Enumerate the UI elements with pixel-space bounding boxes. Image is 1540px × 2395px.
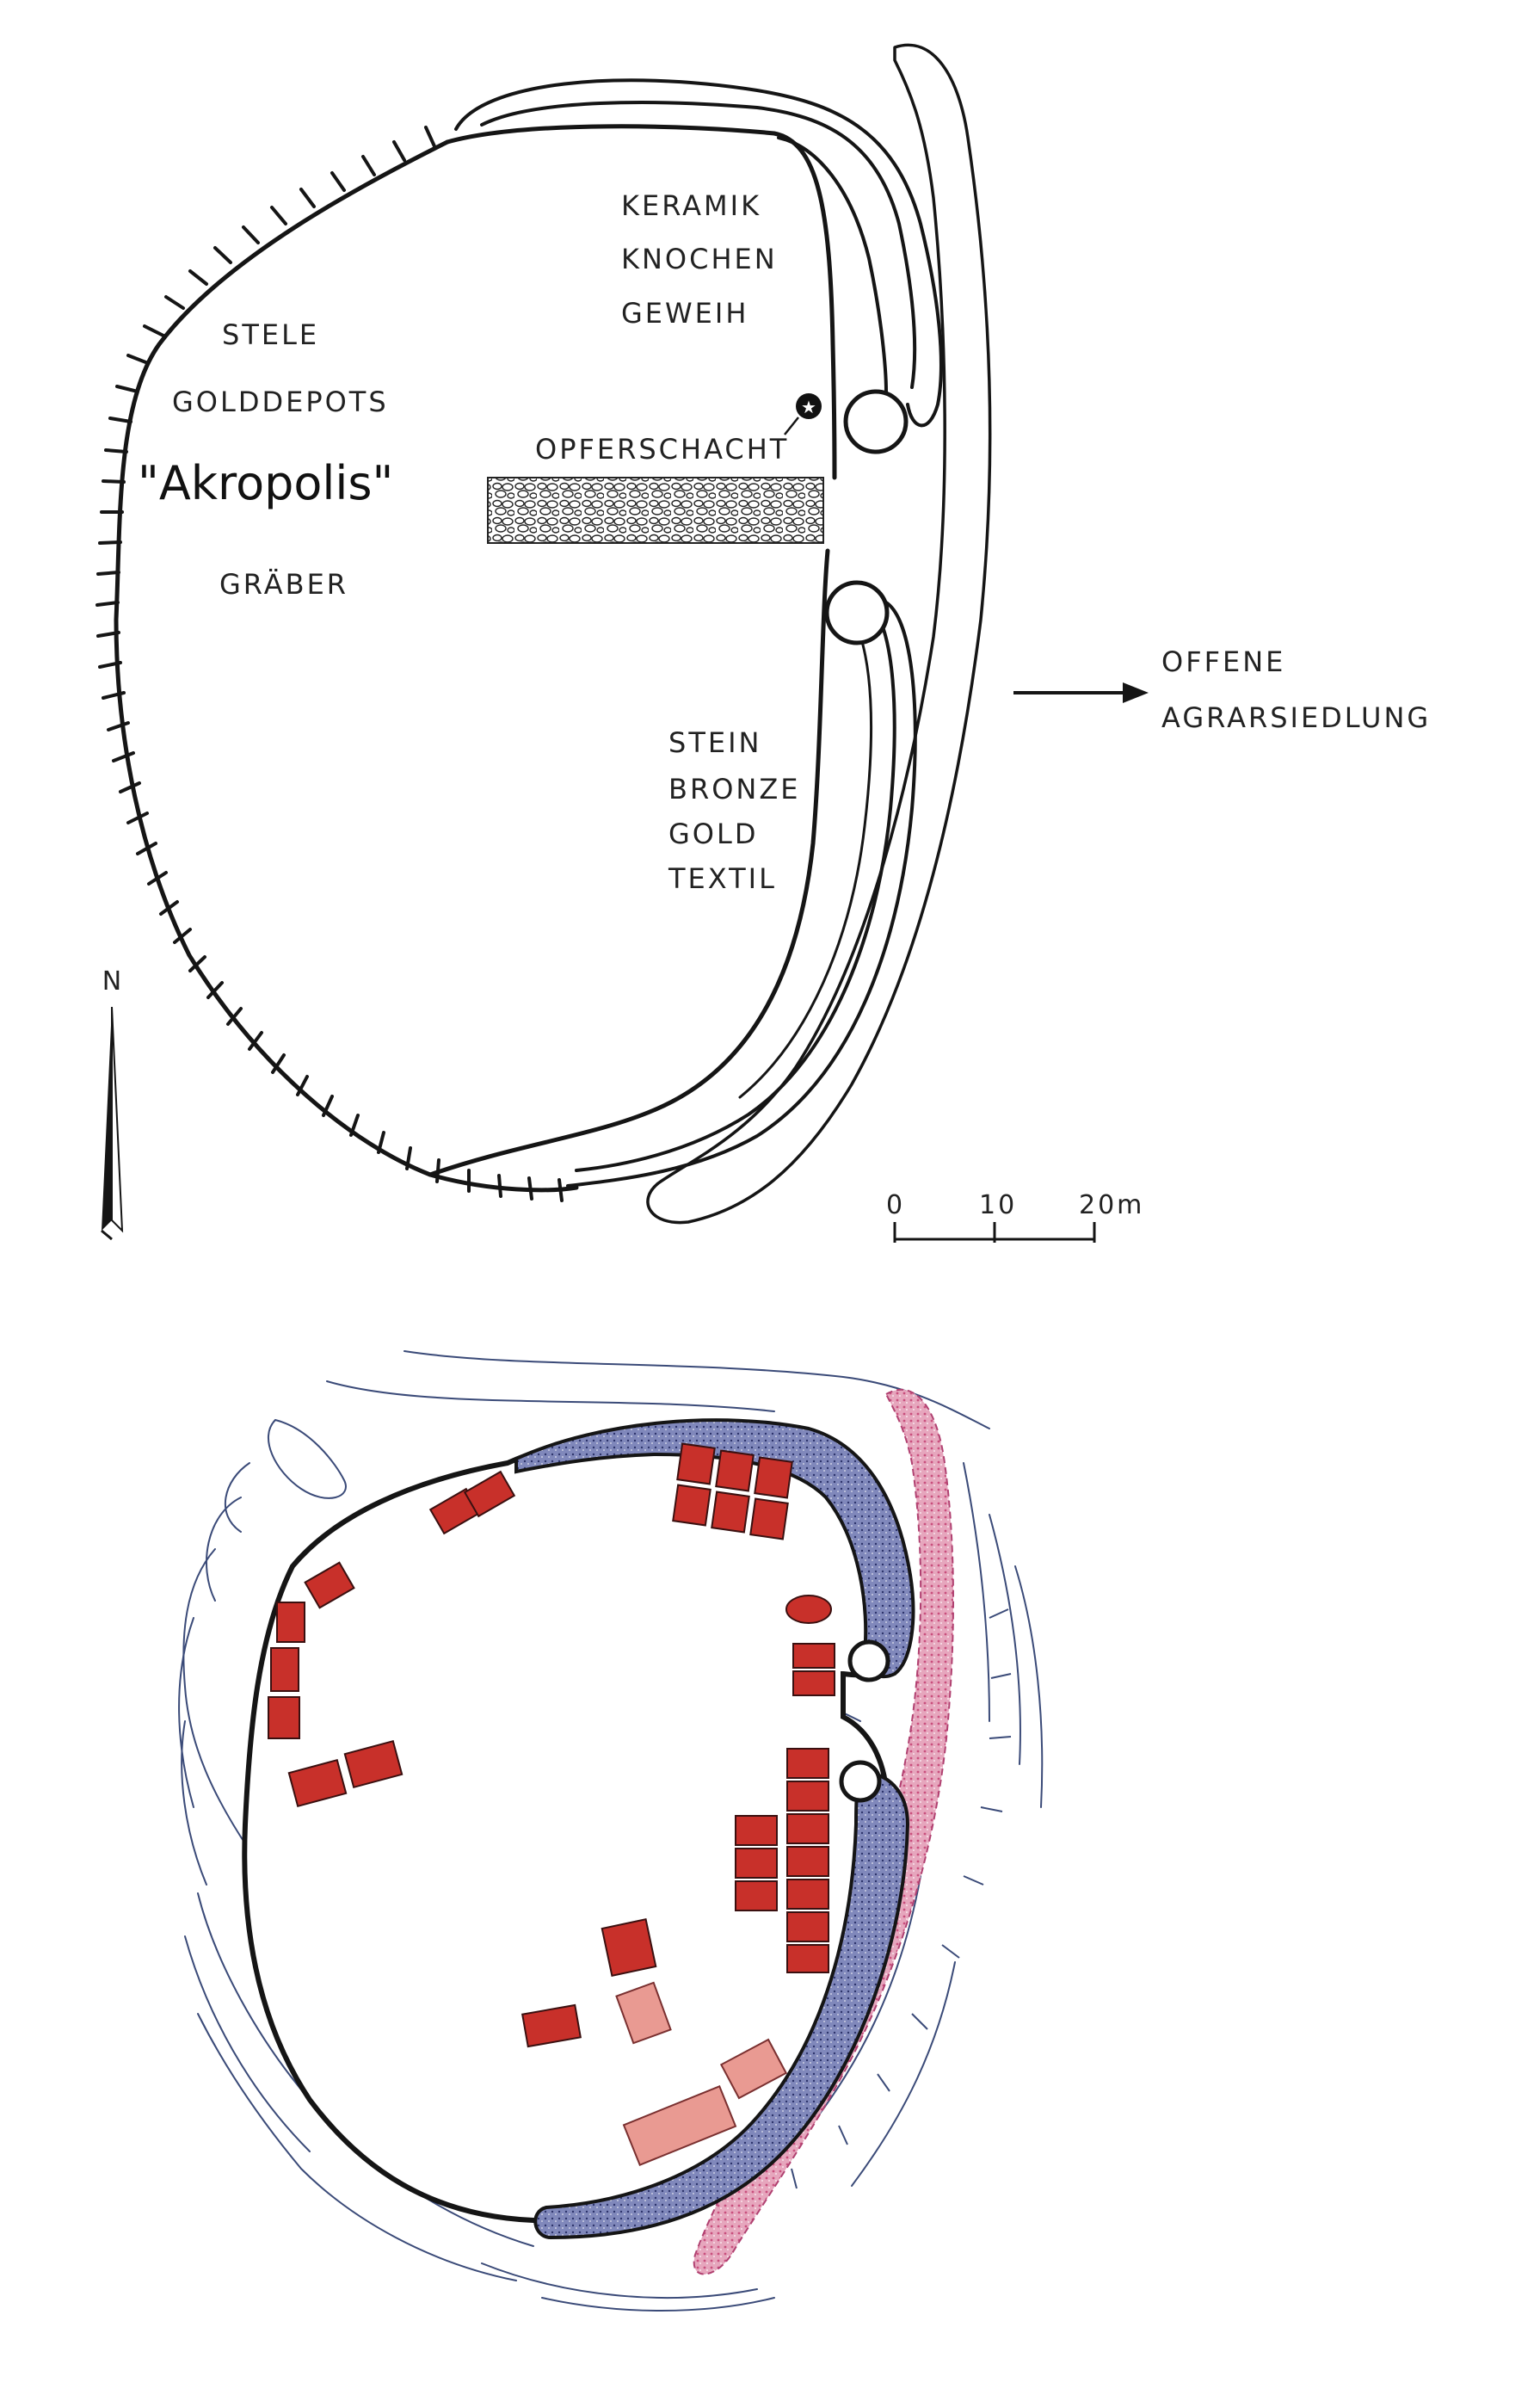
star-icon: ★ — [801, 397, 816, 417]
house — [601, 1918, 657, 1977]
gate-tower-south — [824, 580, 890, 645]
house — [268, 1696, 300, 1739]
house — [749, 1497, 789, 1540]
label-gold: GOLD — [668, 818, 758, 850]
house — [715, 1449, 755, 1492]
house — [270, 1647, 299, 1692]
arrow-right-icon — [1013, 682, 1149, 703]
north-arrow-shaft — [102, 1007, 112, 1231]
house — [304, 1561, 355, 1609]
house — [735, 1880, 778, 1911]
house — [343, 1739, 403, 1789]
house — [792, 1643, 835, 1669]
south-ditch-2 — [575, 601, 896, 1172]
label-geweih: GEWEIH — [621, 297, 748, 330]
south-ditch-1 — [566, 601, 917, 1188]
upper-plan: ★ KERAMIK KNOCHEN GEWEIH STELE GOLDDEPOT… — [95, 43, 1431, 1243]
north-arrow: N — [101, 966, 124, 1241]
house — [735, 1815, 778, 1846]
house — [786, 1879, 829, 1910]
gate-tower-north — [843, 389, 909, 454]
house — [711, 1491, 750, 1534]
north-ditch-outer — [454, 78, 943, 428]
label-stele: STELE — [222, 318, 319, 351]
gate-tower-north-lower — [847, 1639, 890, 1682]
house — [735, 1848, 778, 1879]
house — [676, 1442, 716, 1485]
south-wall-stipple — [533, 1770, 910, 2240]
offering-shaft-marker — [796, 393, 822, 419]
label-graeber: GRÄBER — [219, 568, 348, 601]
house — [786, 1911, 829, 1942]
label-offene: OFFENE — [1161, 645, 1285, 678]
north-ditch-inner2 — [777, 136, 888, 393]
lower-plan — [178, 1350, 1044, 2312]
label-keramik: KERAMIK — [621, 189, 761, 222]
house — [287, 1758, 348, 1808]
house-light — [615, 1981, 672, 2045]
house — [786, 1944, 829, 1973]
shaft-leader-line — [784, 417, 799, 435]
house-footprints — [268, 1442, 835, 2166]
house — [672, 1484, 711, 1527]
label-golddepots: GOLDDEPOTS — [172, 386, 389, 418]
gate-tower-south-lower — [839, 1760, 882, 1803]
house — [463, 1470, 516, 1518]
inner-wall-south — [428, 548, 830, 1177]
oval-structure — [785, 1595, 832, 1624]
label-agrarsiedlung: AGRARSIEDLUNG — [1161, 701, 1431, 734]
scale-label-10: 10 — [979, 1190, 1017, 1220]
house — [792, 1670, 835, 1696]
scale-bar: 0 10 20m — [886, 1190, 1144, 1243]
house — [521, 2003, 582, 2048]
inner-wall — [445, 124, 837, 480]
house-light — [622, 2085, 737, 2166]
plateau-edge — [114, 139, 579, 1193]
scale-label-20m: 20m — [1079, 1190, 1144, 1220]
north-label: N — [102, 966, 121, 997]
north-ditch-inner — [480, 101, 917, 389]
house — [276, 1602, 305, 1643]
house — [786, 1748, 829, 1779]
label-akropolis: "Akropolis" — [138, 456, 393, 510]
label-textil: TEXTIL — [668, 862, 777, 895]
stone-pavement — [487, 477, 824, 544]
house — [754, 1456, 793, 1499]
house — [786, 1846, 829, 1877]
house — [786, 1781, 829, 1812]
outer-rampart — [646, 43, 992, 1225]
label-knochen: KNOCHEN — [621, 243, 778, 275]
north-arrow-half — [111, 1006, 124, 1233]
label-bronze: BRONZE — [668, 773, 800, 806]
house — [786, 1813, 829, 1844]
south-ditch-3 — [738, 614, 873, 1099]
label-stein: STEIN — [668, 726, 761, 759]
label-opferschacht: OPFERSCHACHT — [535, 433, 789, 466]
house-light — [719, 2038, 788, 2100]
hachures — [95, 126, 564, 1202]
scale-label-0: 0 — [886, 1190, 905, 1220]
